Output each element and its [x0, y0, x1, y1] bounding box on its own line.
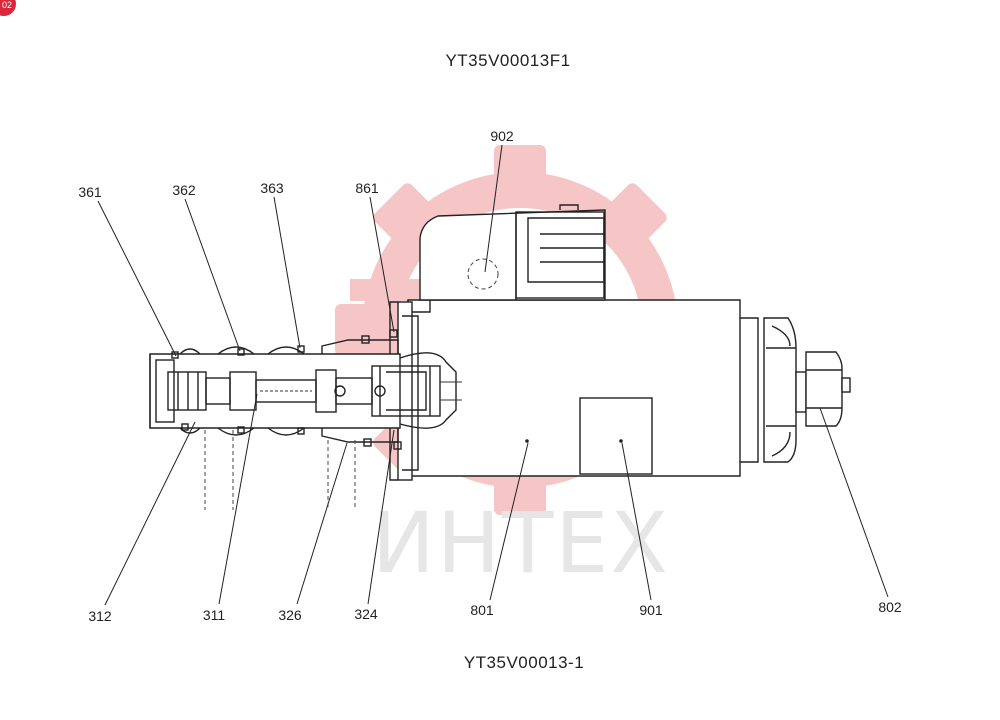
label-361: 361: [78, 184, 102, 200]
solenoid-body: [407, 299, 759, 477]
bottom-title: YT35V00013-1: [464, 653, 584, 672]
label-311: 311: [203, 607, 226, 623]
label-802: 802: [878, 599, 902, 615]
connector-housing: [407, 204, 606, 313]
label-801: 801: [470, 602, 494, 618]
label-362: 362: [172, 182, 196, 198]
valve-cartridge: [149, 329, 402, 450]
part-labels: 361 362 363 861 902 312 311 326 324 801 …: [78, 128, 902, 624]
corner-badge: 02: [0, 0, 16, 16]
watermark-text: ИНТЕХ: [372, 494, 670, 592]
label-324: 324: [354, 606, 378, 622]
flange: [389, 301, 419, 481]
label-902: 902: [490, 128, 514, 144]
label-326: 326: [278, 607, 302, 623]
label-901: 901: [639, 602, 663, 618]
label-861: 861: [355, 180, 379, 196]
port-lines: [204, 430, 356, 510]
label-312: 312: [88, 608, 112, 624]
corner-badge-text: 02: [2, 0, 12, 10]
leader-lines: [97, 144, 889, 606]
top-title: YT35V00013F1: [445, 51, 570, 70]
armature: [371, 352, 462, 429]
label-363: 363: [260, 180, 284, 196]
valve-drawing: [149, 204, 851, 510]
nut-assembly: [763, 317, 851, 463]
